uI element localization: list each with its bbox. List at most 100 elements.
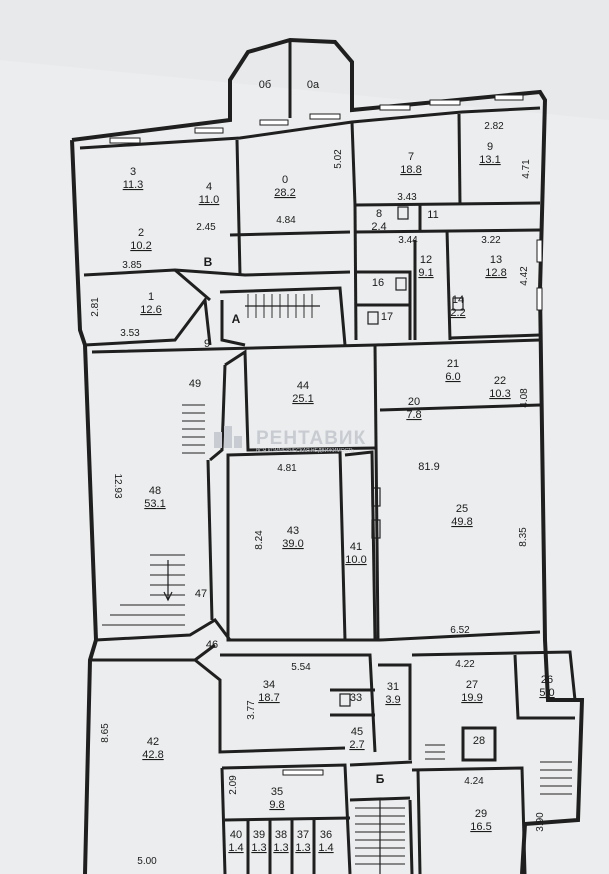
stair-27	[425, 744, 445, 760]
room-area: 18.8	[400, 164, 421, 176]
room-number: 46	[206, 639, 218, 651]
room-number: 42	[147, 736, 159, 748]
standalone-labels: 81.9	[418, 461, 439, 473]
room-number: 21	[447, 358, 459, 370]
stairs	[102, 294, 572, 874]
room-number: 36	[320, 829, 332, 841]
dimension-label: 12.93	[112, 473, 123, 498]
room-area: 9.8	[269, 799, 284, 811]
room-number: 8	[376, 208, 382, 220]
letter-labels: В А Б	[204, 255, 385, 786]
room-number: 0а	[307, 79, 320, 91]
room-number: 28	[473, 735, 485, 747]
dimension-label: 4.42	[519, 266, 530, 286]
room-number: 45	[351, 726, 363, 738]
room-number: 48	[149, 485, 161, 497]
windows	[109, 94, 543, 776]
room-number: 40	[230, 829, 242, 841]
room-number: 38	[275, 829, 287, 841]
room-number: 31	[387, 681, 399, 693]
room-number: 37	[297, 829, 309, 841]
room-number: 14	[452, 294, 464, 306]
room-area: 10.3	[489, 388, 510, 400]
room-area: 1.3	[295, 842, 310, 854]
stair-47	[102, 554, 185, 626]
room-area: 49.8	[451, 516, 472, 528]
dimension-label: 6.52	[450, 625, 470, 636]
room-number: 33	[350, 692, 362, 704]
room-number: 16	[372, 277, 384, 289]
watermark-subtitle: ВСЯ КОММЕРЧЕСКАЯ НЕДВИЖИМОСТЬ	[256, 448, 355, 454]
stair-26	[540, 761, 572, 795]
dimension-label: 5.54	[291, 662, 311, 673]
room-number: 3	[130, 166, 136, 178]
room-number: 0	[282, 174, 288, 186]
room-area: 1.3	[273, 842, 288, 854]
room-area: 2.7	[349, 739, 364, 751]
dimension-label: 5.02	[333, 149, 344, 169]
room-area: 7.8	[406, 409, 421, 421]
room-area: 2.4	[371, 221, 386, 233]
room-number: 1	[148, 291, 154, 303]
room-number: 41	[350, 541, 362, 553]
watermark: РЕНТАВИК ВСЯ КОММЕРЧЕСКАЯ НЕДВИЖИМОСТЬ	[214, 426, 366, 454]
dimension-label: 4.24	[464, 776, 484, 787]
room-area: 11.0	[199, 194, 220, 206]
dimension-label: 2.45	[196, 222, 216, 233]
dimension-label: 4.84	[276, 215, 296, 226]
room-number: 34	[263, 679, 275, 691]
dimension-label: 8.35	[518, 527, 529, 547]
room-area: 1.4	[228, 842, 243, 854]
room-number: 7	[408, 151, 414, 163]
room-number: 49	[189, 378, 201, 390]
room-area: 53.1	[144, 498, 165, 510]
dimension-label: 3.85	[122, 260, 142, 271]
room-number: 29	[475, 808, 487, 820]
room-area: 3.9	[385, 694, 400, 706]
room-area: 13.1	[479, 154, 500, 166]
dimension-label: 4.81	[277, 463, 297, 474]
dimension-label: 4.71	[521, 159, 532, 179]
room-number: 27	[466, 679, 478, 691]
room-area: 12.6	[140, 304, 161, 316]
room-number: 0б	[259, 79, 271, 91]
room-area: 28.2	[274, 187, 295, 199]
room-area: 19.9	[461, 692, 482, 704]
room-number: 22	[494, 375, 506, 387]
room-area: 6.0	[445, 371, 460, 383]
room-number: 20	[408, 396, 420, 408]
dimension-label: 3.53	[120, 328, 140, 339]
room-number: 47	[195, 588, 207, 600]
room-number: 9	[204, 338, 210, 350]
room-number: 4	[206, 181, 212, 193]
room-number: 17	[381, 311, 393, 323]
room-area: 9.1	[418, 267, 433, 279]
room-area: 12.8	[485, 267, 506, 279]
room-area: 2.2	[450, 307, 465, 319]
section-letter: В	[204, 255, 213, 269]
total-area-label: 81.9	[418, 461, 439, 473]
room-number: 25	[456, 503, 468, 515]
room-area: 1.4	[318, 842, 333, 854]
room-number: 2	[138, 227, 144, 239]
room-area: 10.2	[130, 240, 151, 252]
stair-a	[245, 294, 320, 318]
dimension-label: 5.00	[137, 856, 157, 867]
room-number: 44	[297, 380, 309, 392]
room-number: 11	[427, 209, 438, 221]
dimension-label: 3.77	[246, 700, 257, 720]
room-number: 12	[420, 254, 432, 266]
section-letter: Б	[376, 772, 385, 786]
dimension-label: 4.22	[455, 659, 475, 670]
watermark-brand: РЕНТАВИК	[256, 428, 366, 449]
building-logo-icon	[214, 426, 242, 448]
room-number: 39	[253, 829, 265, 841]
room-area: 1.3	[251, 842, 266, 854]
section-letter: А	[232, 312, 241, 326]
dimension-label: 2.09	[228, 775, 239, 795]
room-area: 5.0	[539, 687, 554, 699]
dimension-label: 3.90	[535, 812, 546, 832]
room-area: 42.8	[142, 749, 163, 761]
